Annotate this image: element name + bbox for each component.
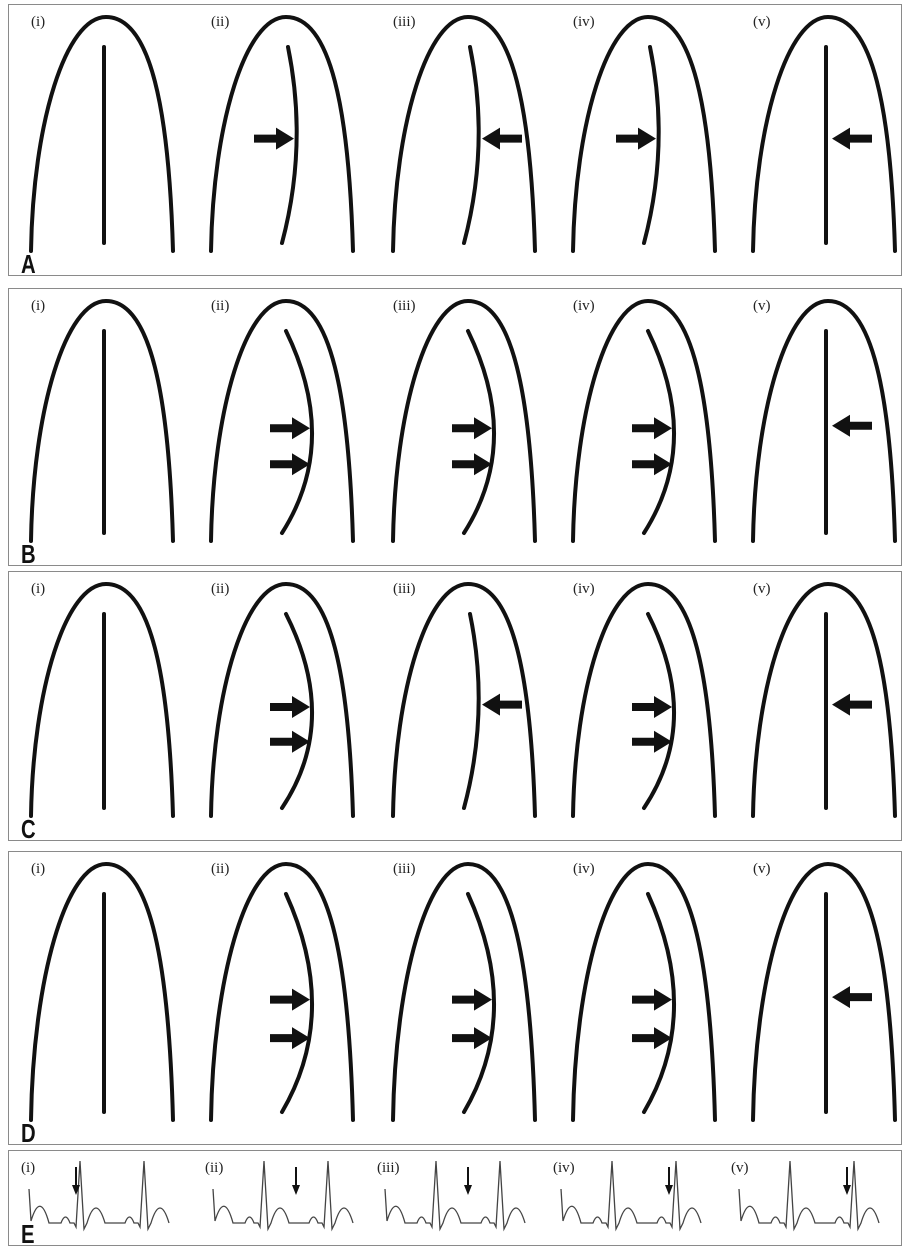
arrow-right-icon	[632, 731, 672, 753]
panel-a: A (i) (ii) (iii) (iv) (v)	[8, 4, 902, 276]
subfigure-label: (ii)	[205, 1161, 223, 1176]
subfigure-label: (i)	[31, 299, 45, 314]
arrow-right-icon	[270, 417, 310, 439]
arrow-right-icon	[452, 989, 492, 1011]
ecg-trace	[561, 1161, 701, 1229]
panel-drawing	[9, 5, 903, 277]
arrow-right-icon	[632, 417, 672, 439]
panel-b: B (i) (ii) (iii) (iv) (v)	[8, 288, 902, 566]
ecg-trace	[739, 1161, 879, 1229]
ventricle-outline	[573, 301, 715, 541]
panel-drawing	[9, 572, 903, 842]
panel-letter: A	[21, 251, 36, 277]
arrow-right-icon	[632, 989, 672, 1011]
arrow-right-icon	[632, 696, 672, 718]
ventricle-outline	[211, 301, 353, 541]
subfigure-label: (i)	[31, 582, 45, 597]
subfigure-label: (i)	[21, 1161, 35, 1176]
arrow-left-icon	[482, 128, 522, 150]
arrow-left-icon	[832, 415, 872, 437]
septum-line	[282, 47, 297, 243]
arrow-right-icon	[270, 453, 310, 475]
ecg-trace	[29, 1161, 169, 1229]
subfigure-label: (i)	[31, 15, 45, 30]
subfigure-label: (iii)	[377, 1161, 400, 1176]
subfigure-label: (iii)	[393, 582, 416, 597]
subfigure-label: (ii)	[211, 582, 229, 597]
arrow-left-icon	[832, 986, 872, 1008]
arrow-right-icon	[270, 696, 310, 718]
panel-drawing	[9, 1151, 903, 1247]
arrow-right-icon	[254, 128, 294, 150]
panel-letter: D	[21, 1120, 36, 1146]
arrow-left-icon	[832, 694, 872, 716]
septum-line	[464, 614, 479, 808]
panel-letter: B	[21, 541, 36, 567]
arrow-right-icon	[452, 453, 492, 475]
arrow-right-icon	[616, 128, 656, 150]
septum-line	[464, 47, 479, 243]
subfigure-label: (v)	[731, 1161, 749, 1176]
ventricle-outline	[573, 864, 715, 1120]
subfigure-label: (ii)	[211, 15, 229, 30]
arrow-down-icon	[665, 1167, 673, 1195]
ventricle-outline	[393, 17, 535, 251]
subfigure-label: (iv)	[573, 299, 595, 314]
panel-drawing	[9, 289, 903, 567]
ecg-trace	[213, 1161, 353, 1229]
subfigure-label: (iv)	[573, 862, 595, 877]
panel-letter: E	[21, 1221, 35, 1247]
subfigure-label: (ii)	[211, 862, 229, 877]
subfigure-label: (iii)	[393, 862, 416, 877]
subfigure-label: (v)	[753, 582, 771, 597]
subfigure-label: (i)	[31, 862, 45, 877]
ventricle-outline	[393, 584, 535, 816]
arrow-left-icon	[482, 694, 522, 716]
ventricle-outline	[211, 864, 353, 1120]
arrow-down-icon	[464, 1167, 472, 1195]
subfigure-label: (v)	[753, 299, 771, 314]
panel-c: C (i) (ii) (iii) (iv) (v)	[8, 571, 902, 841]
ventricle-outline	[393, 301, 535, 541]
arrow-right-icon	[452, 1027, 492, 1049]
subfigure-label: (v)	[753, 15, 771, 30]
subfigure-label: (iv)	[573, 582, 595, 597]
subfigure-label: (iii)	[393, 299, 416, 314]
subfigure-label: (iv)	[553, 1161, 575, 1176]
panel-d: D (i) (ii) (iii) (iv) (v)	[8, 851, 902, 1145]
ecg-trace	[385, 1161, 525, 1229]
septum-line	[644, 47, 659, 243]
arrow-right-icon	[270, 989, 310, 1011]
ventricle-outline	[393, 864, 535, 1120]
arrow-right-icon	[632, 1027, 672, 1049]
arrow-right-icon	[270, 1027, 310, 1049]
arrow-down-icon	[843, 1167, 851, 1195]
subfigure-label: (ii)	[211, 299, 229, 314]
subfigure-label: (iv)	[573, 15, 595, 30]
panel-drawing	[9, 852, 903, 1146]
arrow-right-icon	[452, 417, 492, 439]
arrow-right-icon	[270, 731, 310, 753]
subfigure-label: (iii)	[393, 15, 416, 30]
ventricle-outline	[211, 584, 353, 816]
subfigure-label: (v)	[753, 862, 771, 877]
panel-e: E (i) (ii) (iii) (iv) (v)	[8, 1150, 902, 1246]
arrow-right-icon	[632, 453, 672, 475]
ventricle-outline	[573, 584, 715, 816]
panel-letter: C	[21, 816, 36, 842]
arrow-left-icon	[832, 128, 872, 150]
arrow-down-icon	[292, 1167, 300, 1195]
